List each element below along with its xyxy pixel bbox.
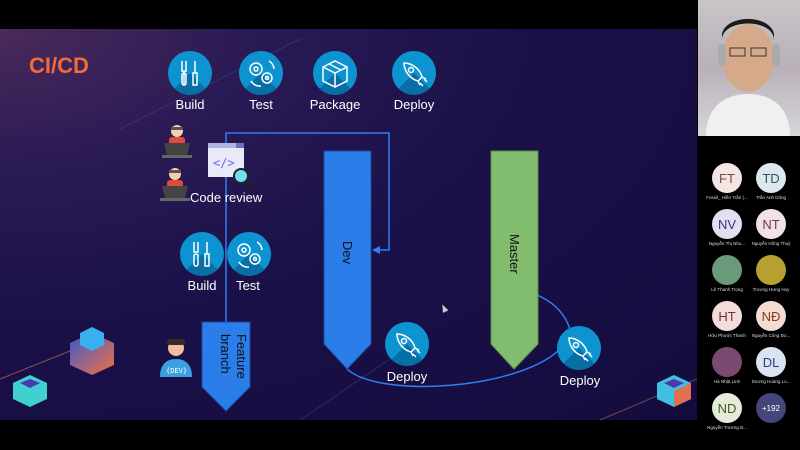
rocket-icon: [385, 322, 429, 366]
pipeline-label-deploy: Deploy: [393, 97, 435, 112]
master-branch-arrow: [490, 150, 539, 370]
participant-avatar: NĐ: [756, 301, 786, 331]
participant-tile[interactable]: FT Fossil_ Hiền Trần (...: [702, 163, 752, 200]
feature-branch-label: Feature branch: [218, 334, 249, 379]
participant-avatar: NT: [756, 209, 786, 239]
cube-icon: [70, 327, 114, 375]
participant-avatar: +192: [756, 393, 786, 423]
participant-avatar: ND: [712, 393, 742, 423]
participant-initials: ND: [717, 400, 737, 416]
participant-tile[interactable]: HT Hữu Phước Thanh: [702, 301, 752, 338]
presenter-face-icon: [706, 19, 790, 136]
deploy-dev-label: Deploy: [386, 369, 428, 384]
participant-tile[interactable]: NĐ Nguyễn Công Đo...: [746, 301, 796, 338]
participant-avatar: DL: [756, 347, 786, 377]
participant-tile[interactable]: NT Nguyễn Hồng Thuỷ: [746, 209, 796, 246]
dev-badge: {DEV}: [166, 367, 187, 375]
dev-branch-arrow: [323, 150, 372, 370]
deploy-master-label: Deploy: [559, 373, 601, 388]
presentation-slide: CI/CD Build Test Package Deploy: [0, 29, 697, 420]
participant-tile[interactable]: Hà Nhật Linh: [702, 347, 752, 384]
gears-icon: [239, 51, 283, 95]
svg-text:</>: </>: [213, 156, 235, 170]
pipeline-label-package: Package: [309, 97, 361, 112]
participant-name: Trương Hưng Huy: [752, 287, 790, 292]
feature-label-build: Build: [187, 278, 217, 293]
participant-initials: FT: [719, 170, 735, 186]
participant-name: Nguyễn Thị Nhu...: [708, 241, 746, 246]
slide-title: CI/CD: [29, 53, 89, 78]
cube-icon: [13, 375, 47, 407]
participant-name: Lê Thanh Trọng: [711, 287, 743, 292]
feature-label-test: Test: [236, 278, 260, 293]
participant-tile[interactable]: +192: [746, 393, 796, 423]
build-icon: [180, 232, 224, 276]
participant-name: Nguyễn Trương B...: [707, 425, 747, 430]
participant-initials: +192: [761, 403, 781, 413]
participant-initials: NT: [762, 216, 780, 232]
participant-photo: [756, 255, 786, 285]
participant-initials: NV: [717, 216, 737, 232]
participant-name: Fossil_ Hiền Trần (...: [706, 195, 748, 200]
participant-name: Nguyễn Hồng Thuỷ: [751, 241, 791, 246]
participant-tile[interactable]: Lê Thanh Trọng: [702, 255, 752, 292]
participant-avatar: HT: [712, 301, 742, 331]
master-branch-label: Master: [507, 234, 522, 274]
participant-tile[interactable]: TD Trần Anh Dũng: [746, 163, 796, 200]
code-review-label: Code review: [190, 190, 263, 205]
participant-initials: TD: [762, 170, 780, 186]
code-review-icon: </>: [208, 143, 255, 190]
participant-name: Hà Nhật Linh: [713, 379, 741, 384]
cube-icon: [657, 375, 691, 407]
participant-avatar: FT: [712, 163, 742, 193]
participant-name: Nguyễn Công Đo...: [751, 333, 791, 338]
participant-photo: [712, 347, 742, 377]
participant-tile[interactable]: ND Nguyễn Trương B...: [702, 393, 752, 430]
participant-name: Dương Hoàng Lo...: [751, 379, 791, 384]
reviewer-icon: [162, 125, 192, 158]
reviewer-icon: [160, 168, 190, 201]
participant-name: Trần Anh Dũng: [755, 195, 787, 200]
participant-tile[interactable]: DL Dương Hoàng Lo...: [746, 347, 796, 384]
rocket-icon: [557, 326, 601, 370]
participant-name: Hữu Phước Thanh: [708, 333, 746, 338]
feature-branch-arrow: [201, 321, 251, 412]
participant-avatar: TD: [756, 163, 786, 193]
presenter-video[interactable]: [698, 0, 800, 136]
participant-initials: HT: [718, 308, 736, 324]
build-icon: [168, 51, 212, 95]
participant-photo: [712, 255, 742, 285]
pipeline-label-build: Build: [175, 97, 205, 112]
participant-initials: NĐ: [761, 308, 781, 324]
package-icon: [313, 51, 357, 95]
developer-icon: {DEV}: [160, 338, 192, 377]
participant-tile[interactable]: NV Nguyễn Thị Nhu...: [702, 209, 752, 246]
dev-branch-label: Dev: [340, 241, 355, 265]
participant-tile[interactable]: Trương Hưng Huy: [746, 255, 796, 292]
rocket-icon: [392, 51, 436, 95]
participant-initials: DL: [762, 354, 780, 370]
participant-avatar: NV: [712, 209, 742, 239]
gears-icon: [227, 232, 271, 276]
pipeline-label-test: Test: [249, 97, 273, 112]
